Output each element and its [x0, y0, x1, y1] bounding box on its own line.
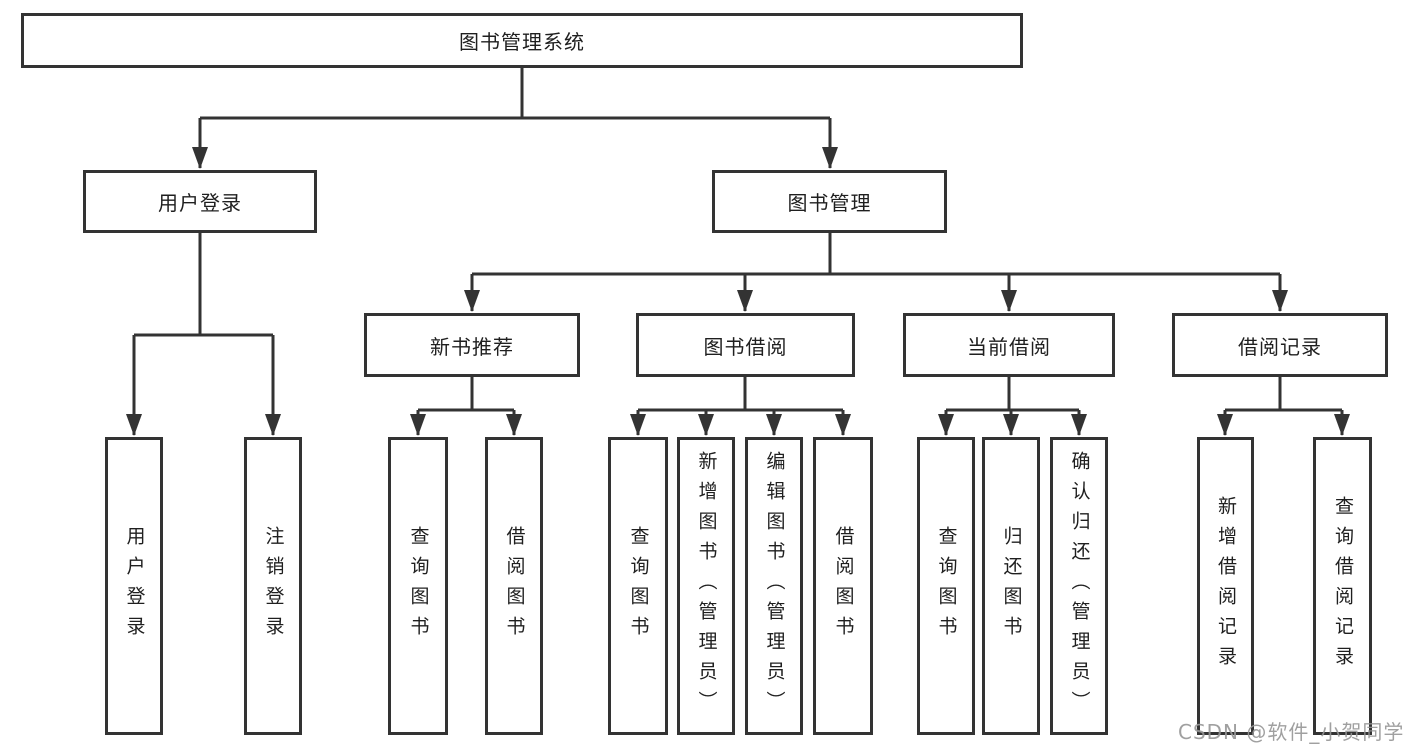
leaf-borrow-books-borrowing: 借阅图书	[813, 437, 873, 735]
leaf-logout-login: 注销登录	[244, 437, 302, 735]
node-library-system: 图书管理系统	[21, 13, 1023, 68]
leaf-borrow-books-recommend: 借阅图书	[485, 437, 543, 735]
node-book-borrowing: 图书借阅	[636, 313, 855, 377]
node-book-borrowing-label: 图书借阅	[703, 334, 788, 359]
leaf-add-books-admin-label: 新增图书（管理员）	[695, 451, 718, 721]
leaf-user-login-label: 用户登录	[123, 526, 146, 646]
leaf-edit-books-admin-label: 编辑图书（管理员）	[763, 451, 786, 721]
leaf-logout-login-label: 注销登录	[262, 526, 285, 646]
leaf-query-borrow-record: 查询借阅记录	[1313, 437, 1372, 735]
leaf-query-books-borrowing: 查询图书	[608, 437, 668, 735]
node-new-book-recommendation-label: 新书推荐	[430, 334, 514, 359]
node-borrowing-records: 借阅记录	[1172, 313, 1388, 377]
leaf-query-books-borrowing-label: 查询图书	[627, 526, 650, 646]
leaf-add-borrow-record: 新增借阅记录	[1197, 437, 1254, 735]
node-user-login-label: 用户登录	[158, 191, 242, 215]
leaf-borrow-books-recommend-label: 借阅图书	[503, 526, 526, 646]
node-current-borrowing-label: 当前借阅	[967, 334, 1051, 359]
leaf-return-books-label: 归还图书	[1000, 526, 1023, 646]
leaf-edit-books-admin: 编辑图书（管理员）	[745, 437, 803, 735]
node-book-management-label: 图书管理	[787, 191, 872, 215]
leaf-query-books-current-label: 查询图书	[935, 526, 958, 646]
leaf-query-borrow-record-label: 查询借阅记录	[1332, 496, 1354, 676]
leaf-query-books-recommend: 查询图书	[388, 437, 448, 735]
leaf-borrow-books-borrowing-label: 借阅图书	[832, 526, 855, 646]
node-book-management: 图书管理	[712, 170, 947, 233]
leaf-confirm-return-admin: 确认归还（管理员）	[1050, 437, 1108, 735]
leaf-user-login: 用户登录	[105, 437, 163, 735]
leaf-add-borrow-record-label: 新增借阅记录	[1215, 496, 1237, 676]
node-user-login: 用户登录	[83, 170, 317, 233]
node-library-system-label: 图书管理系统	[459, 30, 585, 54]
leaf-query-books-recommend-label: 查询图书	[407, 526, 430, 646]
node-borrowing-records-label: 借阅记录	[1238, 334, 1322, 359]
node-new-book-recommendation: 新书推荐	[364, 313, 580, 377]
leaf-add-books-admin: 新增图书（管理员）	[677, 437, 735, 735]
leaf-query-books-current: 查询图书	[917, 437, 975, 735]
watermark: CSDN @软件_小贺同学	[1178, 720, 1405, 744]
node-current-borrowing: 当前借阅	[903, 313, 1115, 377]
leaf-confirm-return-admin-label: 确认归还（管理员）	[1068, 451, 1091, 721]
leaf-return-books: 归还图书	[982, 437, 1040, 735]
